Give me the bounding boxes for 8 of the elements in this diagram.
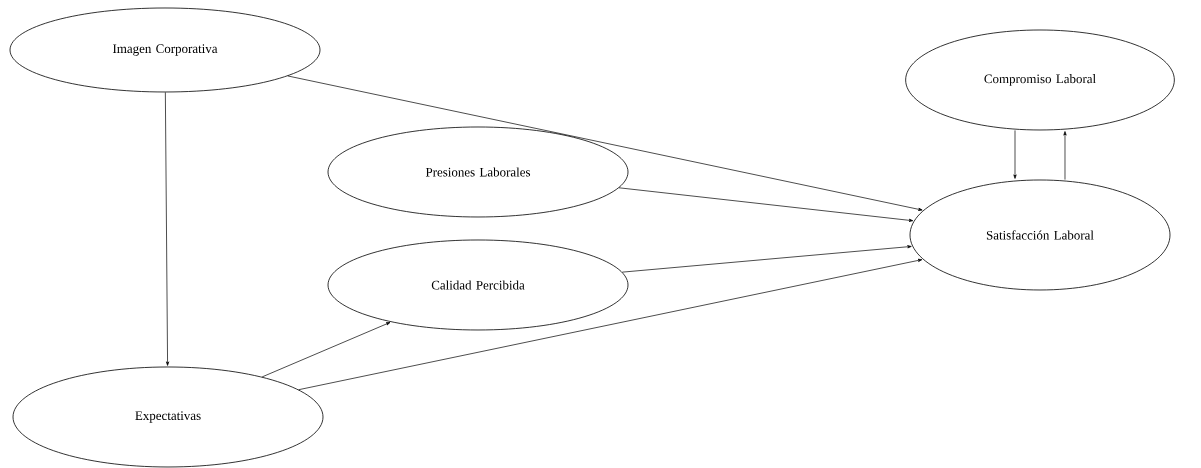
arrow [165, 92, 170, 366]
arrow [261, 322, 391, 378]
arrow [618, 187, 914, 222]
arrow [298, 258, 923, 391]
arrow [621, 245, 912, 273]
arrow [287, 75, 923, 211]
arrow [1063, 131, 1067, 180]
arrow [1013, 130, 1017, 179]
